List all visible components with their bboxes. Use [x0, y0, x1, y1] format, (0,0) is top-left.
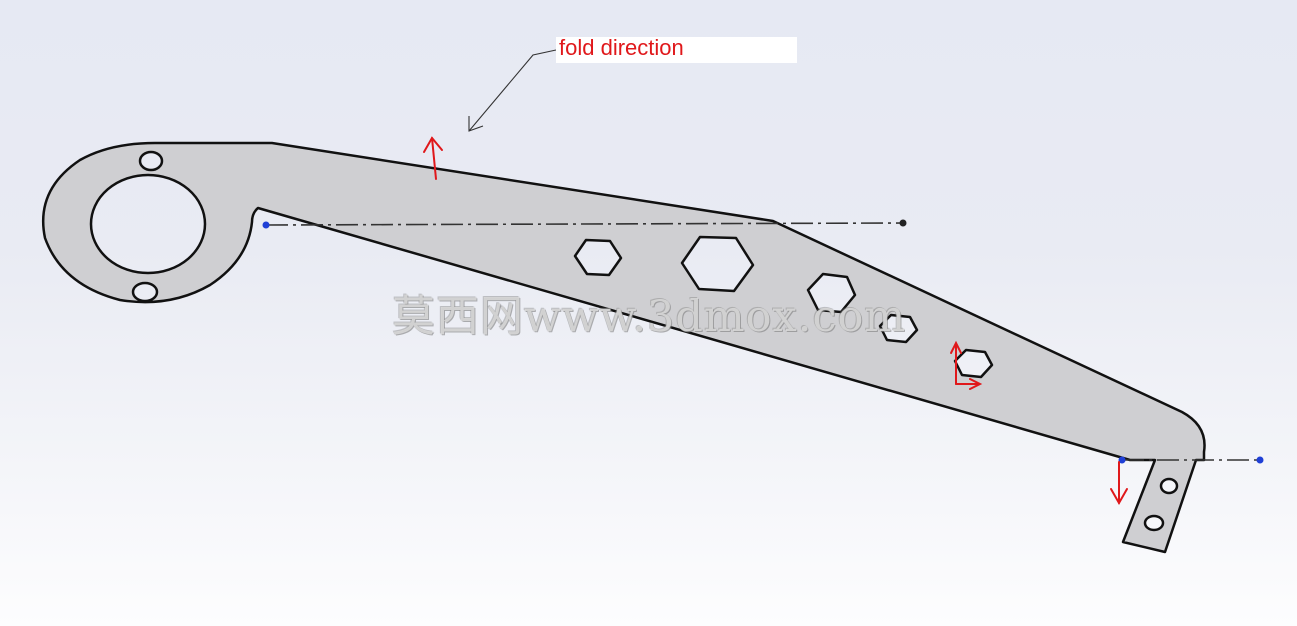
fold-direction-label: fold direction — [559, 35, 684, 60]
fold-direction-up-arrow — [423, 136, 443, 180]
fold-endpoint-left[interactable] — [262, 221, 270, 229]
fold-endpoint-lower-left[interactable] — [1118, 456, 1126, 464]
fold-endpoint-lower-right[interactable] — [1256, 456, 1264, 464]
watermark-text: 莫西网www.3dmox.com — [392, 292, 907, 342]
fold-endpoint-right[interactable] — [899, 219, 907, 227]
callout-leader — [468, 49, 557, 132]
bracket-part[interactable] — [41, 141, 1206, 554]
fold-line-upper — [265, 222, 904, 226]
annotation-box[interactable] — [556, 37, 797, 63]
fold-direction-down-arrow — [1110, 461, 1128, 506]
coordinate-triad-icon — [950, 340, 983, 390]
